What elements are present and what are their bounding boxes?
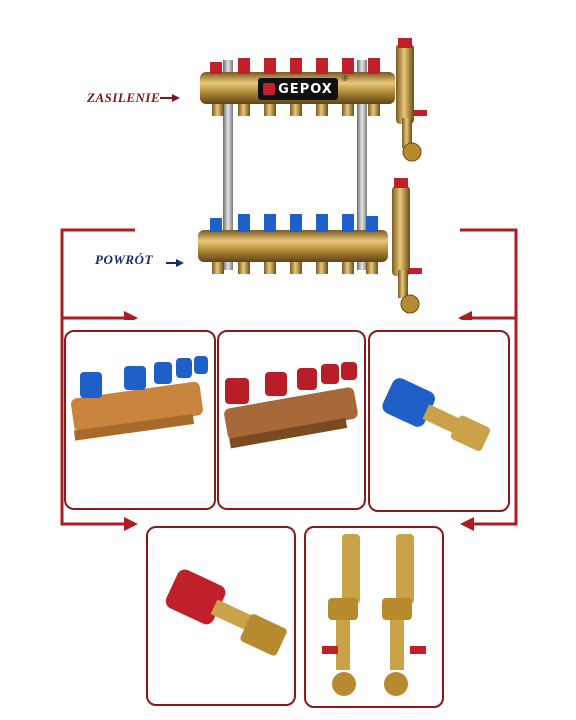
supply-valves (210, 58, 380, 74)
panel-red-insert (146, 526, 296, 706)
brand-logo: GEPOX ® (258, 74, 348, 100)
arrow-right-icon (124, 311, 138, 320)
supply-arrow-icon (172, 94, 180, 102)
connector-lines (60, 228, 518, 320)
panel-red-manifold (217, 330, 366, 510)
arrow-left-icon (458, 311, 472, 320)
panel-vent-valves (304, 526, 444, 708)
return-valves (210, 214, 378, 232)
return-bar (198, 230, 388, 262)
brand-name: GEPOX (278, 81, 333, 97)
panel-blue-manifold (64, 330, 216, 510)
registered-mark: ® (342, 74, 348, 83)
home-icon (263, 83, 276, 95)
lower-connectors (60, 318, 518, 531)
supply-label: ZASILENIE (87, 90, 161, 105)
return-arrow-icon (176, 259, 184, 267)
manifold-photo (60, 38, 518, 320)
panel-blue-insert (368, 330, 510, 512)
return-label: POWRÓT (95, 252, 153, 267)
